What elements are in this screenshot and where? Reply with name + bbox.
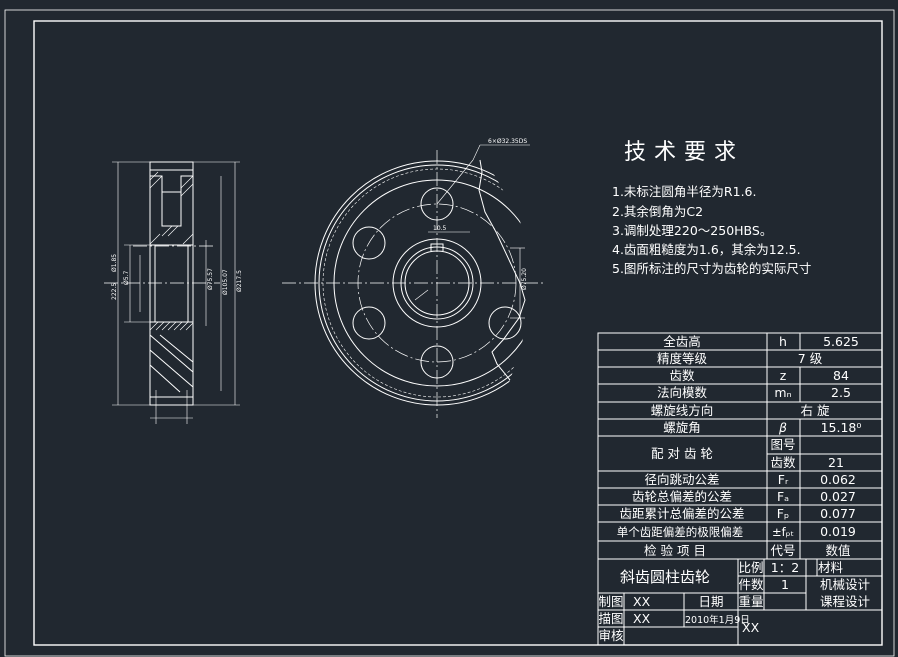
technical-requirements: 技术要求 1.未标注圆角半径为R1.6. 2.其余倒角为C2 3.调制处理220…	[612, 140, 811, 276]
mating-teeth: 21	[828, 455, 844, 470]
part-name: 斜齿圆柱齿轮	[620, 568, 710, 586]
tol-value-3: 0.019	[820, 524, 856, 539]
mating-gear-label: 配 对 齿 轮	[651, 446, 713, 461]
requirement-4: 4.齿面粗糙度为1.6，其余为12.5.	[612, 242, 801, 257]
callout-hub: Ø75.20	[521, 268, 528, 290]
title-block: 斜齿圆柱齿轮 比例 1：2 材料 件数 1 机械设计 课程设计 制图 XX 日期…	[597, 558, 883, 646]
row-name-0: 全齿高	[663, 334, 701, 349]
traced-label: 描图	[598, 611, 623, 626]
row-value-2: 84	[833, 368, 849, 383]
row-name-1: 精度等级	[657, 351, 708, 366]
weight-label: 重量	[738, 594, 763, 609]
course-line-2: 课程设计	[820, 594, 870, 609]
material-label: 材料	[818, 560, 844, 575]
requirement-1: 1.未标注圆角半径为R1.6.	[612, 184, 756, 199]
requirement-2: 2.其余倒角为C2	[612, 204, 703, 219]
date-label: 日期	[698, 594, 723, 609]
row-value-4: 右 旋	[801, 403, 830, 418]
tol-symbol-3: ±fₚₜ	[772, 525, 794, 539]
scale-label: 比例	[738, 560, 763, 575]
requirement-3: 3.调制处理220～250HBS。	[612, 223, 772, 238]
row-symbol-3: mₙ	[774, 385, 791, 400]
row-name-5: 螺旋角	[663, 420, 701, 435]
tol-symbol-1: Fₐ	[777, 489, 789, 504]
tol-symbol-2: Fₚ	[777, 506, 790, 521]
callout-keyway: 10.5	[433, 225, 447, 232]
row-symbol-5: β	[778, 420, 787, 435]
row-value-0: 5.625	[823, 334, 859, 349]
tol-value-1: 0.027	[820, 489, 856, 504]
callout-holes: 6×Ø32.35DS	[488, 138, 527, 145]
tol-symbol-0: Fᵣ	[778, 472, 789, 487]
checked-label: 审核	[598, 628, 624, 643]
row-value-1: 7 级	[798, 351, 823, 366]
row-name-3: 法向模数	[657, 385, 708, 400]
traced-by: XX	[633, 611, 651, 626]
requirement-5: 5.图所标注的尺寸为齿轮的实际尺寸	[612, 261, 811, 276]
side-section-view: 222.5 Ø1.85 Ø5.7 Ø75.57 Ø105.07 Ø217.5	[104, 161, 243, 424]
requirements-title: 技术要求	[624, 140, 744, 165]
parameter-table: 全齿高 h 5.625 精度等级 7 级 齿数 z 84 法向模数 mₙ 2.5…	[597, 332, 883, 560]
dim-bore-dia: Ø75.57	[207, 268, 214, 290]
dim-overall: 222.5	[111, 283, 118, 300]
row-value-3: 2.5	[831, 385, 851, 400]
row-value-5: 15.18⁰	[821, 420, 862, 435]
outer-border	[4, 9, 895, 657]
qty-value: 1	[781, 577, 789, 592]
drawn-label: 制图	[598, 594, 623, 609]
tol-name-0: 径向跳动公差	[644, 472, 719, 487]
tol-value-0: 0.062	[820, 472, 856, 487]
footer-code-label: 代号	[770, 543, 795, 558]
footer-item-label: 检 验 项 目	[644, 543, 706, 558]
qty-label: 件数	[738, 577, 764, 592]
tol-value-2: 0.077	[820, 506, 856, 521]
row-symbol-0: h	[779, 334, 787, 349]
front-view: 6×Ø32.35DS 10.5 Ø75.20	[282, 138, 545, 418]
row-symbol-2: z	[780, 368, 787, 383]
drawn-by: XX	[633, 594, 651, 609]
date-value: 2010年1月9日	[685, 614, 750, 626]
dim-hub-small: Ø1.85	[111, 254, 118, 272]
mating-drawing-no-label: 图号	[770, 437, 795, 452]
scale-value: 1：2	[771, 560, 799, 575]
weight-value: XX	[742, 620, 760, 635]
course-line-1: 机械设计	[820, 577, 870, 592]
footer-value-label: 数值	[825, 543, 850, 558]
row-name-2: 齿数	[669, 368, 695, 383]
tol-name-1: 齿轮总偏差的公差	[632, 489, 732, 504]
row-name-4: 螺旋线方向	[651, 403, 714, 418]
mating-teeth-label: 齿数	[770, 455, 796, 470]
dim-key-width: Ø5.7	[123, 271, 130, 285]
tol-name-3: 单个齿距偏差的极限偏差	[617, 525, 744, 539]
tol-name-2: 齿距累计总偏差的公差	[619, 506, 744, 521]
dim-web-dia: Ø105.07	[222, 269, 229, 295]
dim-tip-dia: Ø217.5	[236, 270, 243, 292]
